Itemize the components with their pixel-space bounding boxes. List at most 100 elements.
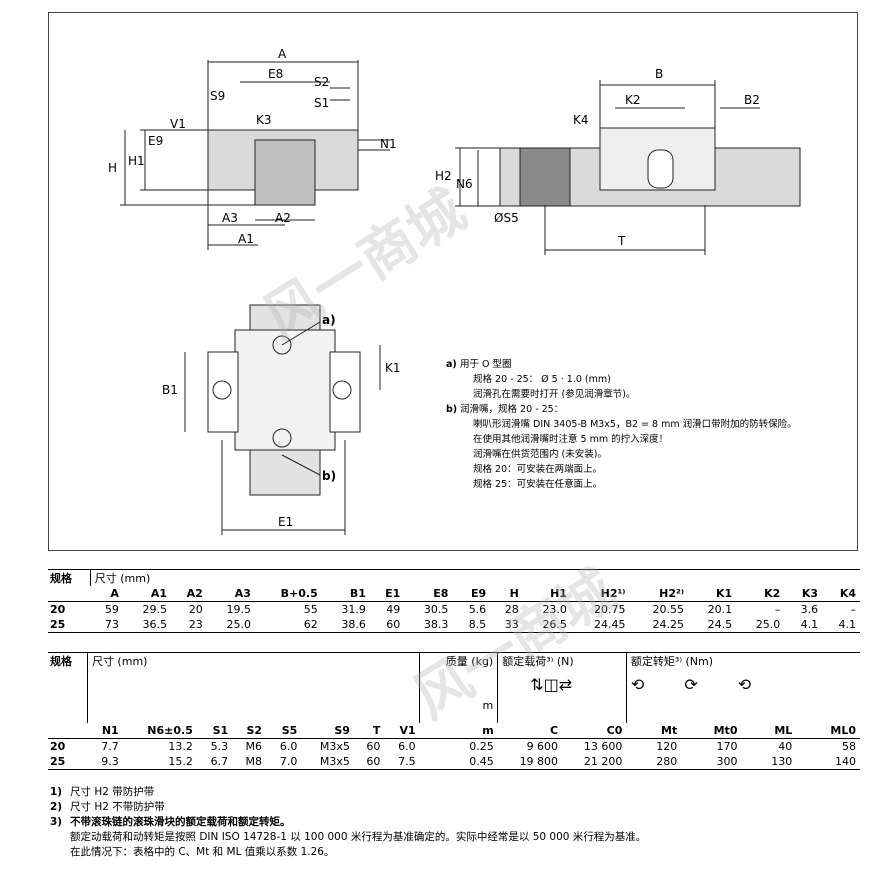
table-cell: 30.5 [404, 601, 453, 617]
note-b-label: b) [446, 404, 458, 415]
table-cell: 9.3 [87, 753, 123, 770]
table-cell: 24.25 [629, 617, 688, 633]
note-b-line1: 润滑嘴，规格 20 - 25： [460, 404, 564, 415]
column-header: S5 [281, 723, 298, 737]
table-cell: 60 [369, 617, 405, 633]
table-cell: 13 600 [562, 737, 627, 754]
label-K1: K1 [385, 361, 401, 375]
table-cell: 36.5 [122, 617, 171, 633]
table-cell: M6 [232, 737, 267, 754]
technical-drawing: A E8 S2 S1 S9 V1 K3 E9 N1 H H1 A3 A2 A1 … [108, 47, 801, 535]
table-cell: 300 [681, 753, 742, 770]
label-A: A [278, 47, 287, 61]
column-header: A2 [186, 587, 203, 600]
label-B2: B2 [744, 93, 760, 107]
t2-load-label: 额定载荷³⁾ (N) ⇅◫⇄ [497, 652, 627, 723]
table-cell: 130 [741, 753, 797, 770]
column-header: S2 [246, 723, 263, 737]
label-B1: B1 [162, 383, 178, 397]
load-direction-icon: ⇅◫⇄ [530, 675, 573, 694]
column-header: B1 [349, 587, 366, 600]
label-K2: K2 [625, 93, 641, 107]
label-N1: N1 [380, 137, 397, 151]
column-header: H2¹⁾ [600, 587, 626, 600]
table-cell: 6.0 [384, 737, 420, 754]
table-cell: M3x5 [301, 753, 354, 770]
label-N6: N6 [456, 177, 473, 191]
column-header: ML0 [830, 723, 856, 737]
table-cell: 4.1 [784, 617, 823, 633]
note-a-line2: 规格 20 - 25： Ø 5 · 1.0 (mm) [473, 374, 611, 385]
table-cell: 73 [90, 617, 123, 633]
table-cell: 24.5 [688, 617, 737, 633]
table-cell: 59 [90, 601, 123, 617]
table-cell: – [736, 601, 785, 617]
t2-mass-label: 质量 (kg) m [419, 652, 498, 723]
note-a-label: a) [446, 359, 457, 370]
row-size: 25 [48, 617, 91, 633]
top-view [184, 304, 381, 535]
table-cell: 60 [353, 753, 385, 770]
side-view [455, 80, 801, 255]
label-V1: V1 [170, 117, 186, 131]
t2-dims-label: 尺寸 (mm) [86, 652, 420, 723]
dimension-table-2: 规格 尺寸 (mm) 质量 (kg) m 额定载荷³⁾ (N) ⇅◫⇄ 额定转矩… [48, 652, 860, 770]
table-cell: 23 [170, 617, 207, 633]
column-header: E1 [385, 587, 401, 600]
table-cell: 21 200 [562, 753, 627, 770]
column-header: K3 [801, 587, 819, 600]
table-cell: 33 [490, 617, 523, 633]
torque-direction-icon: ⟲⟳⟲ [630, 675, 792, 694]
column-header: Mt [661, 723, 678, 737]
column-header: S1 [212, 723, 229, 737]
table-cell: 20.1 [688, 601, 737, 617]
label-S9: S9 [210, 89, 225, 103]
column-header: A3 [234, 587, 251, 600]
table-cell: 29.5 [122, 601, 171, 617]
table-cell: 19 800 [497, 753, 563, 770]
label-S1: S1 [314, 96, 329, 110]
note-b-line5: 规格 20：可安装在两端面上。 [473, 464, 603, 475]
column-header: m [482, 723, 494, 737]
t2-torque-label: 额定转矩³⁾ (Nm) ⟲⟳⟲ [625, 652, 860, 723]
column-header: N6±0.5 [147, 723, 193, 737]
table-cell: 28 [490, 601, 523, 617]
table-cell: 5.6 [452, 601, 491, 617]
note-b-line2: 喇叭形润滑嘴 DIN 3405-B M3x5，B2 = 8 mm 润滑口带附加的… [473, 419, 797, 430]
column-header: E8 [433, 587, 449, 600]
column-header: A [110, 587, 119, 600]
label-K3: K3 [256, 113, 272, 127]
table-cell: 26.5 [522, 617, 571, 633]
row-size: 20 [48, 601, 91, 617]
table-cell: 6.7 [196, 753, 233, 770]
drawing-notes: a)用于 O 型圈 规格 20 - 25： Ø 5 · 1.0 (mm) 润滑孔… [446, 357, 797, 492]
label-K4: K4 [573, 113, 589, 127]
label-A2: A2 [275, 211, 291, 225]
table-cell: 7.5 [384, 753, 420, 770]
label-H2: H2 [435, 169, 452, 183]
column-header: T [372, 723, 381, 737]
footnote-3-num: 3) [50, 816, 63, 828]
column-header: A1 [150, 587, 167, 600]
column-header: K1 [715, 587, 733, 600]
footnote-2: 尺寸 H2 不带防护带 [70, 801, 165, 813]
note-a-line3: 润滑孔在需要时打开 (参见润滑章节)。 [473, 389, 636, 400]
table-cell: 13.2 [122, 737, 197, 754]
label-S2: S2 [314, 75, 329, 89]
footnote-3-line3: 在此情况下：表格中的 C、Mt 和 ML 值乘以系数 1.26。 [70, 846, 335, 858]
footnote-1: 尺寸 H2 带防护带 [70, 786, 155, 798]
note-a-line1: 用于 O 型圈 [460, 359, 512, 370]
note-b-line4: 润滑嘴在供货范围内 (未安装)。 [473, 449, 607, 460]
column-header: H1 [550, 587, 567, 600]
table-cell: 5.3 [196, 737, 233, 754]
table-cell: 280 [626, 753, 682, 770]
note-b-line6: 规格 25：可安装在任意面上。 [473, 479, 603, 490]
note-b-line3: 在使用其他润滑嘴时注意 5 mm 的拧入深度！ [473, 434, 669, 445]
label-H: H [108, 161, 117, 175]
footnote-2-num: 2) [50, 801, 63, 813]
